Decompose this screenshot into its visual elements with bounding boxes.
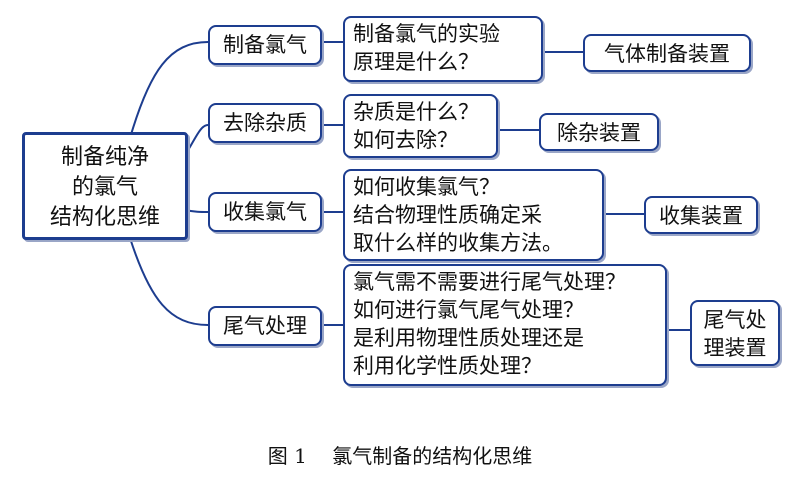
question-node-purify: 杂质是什么？ 如何去除？ [343,94,498,158]
root-node: 制备纯净 的氯气 结构化思维 [22,132,188,240]
result-node-tail-gas: 尾气处 理装置 [690,300,780,366]
question-node-prepare: 制备氯气的实验 原理是什么？ [343,16,543,82]
question-node-collect: 如何收集氯气？ 结合物理性质确定采 取什么样的收集方法。 [343,169,604,261]
result-node-purify: 除杂装置 [539,113,659,151]
question-node-tail-gas: 氯气需不需要进行尾气处理？ 如何进行氯气尾气处理？ 是利用物理性质处理还是 利用… [343,264,667,386]
figure-caption: 图 1 氯气制备的结构化思维 [267,444,533,468]
connector-root-branch-3 [184,209,209,213]
branch-node-purify: 去除杂质 [208,103,322,143]
connector-root-branch-2 [184,124,209,156]
result-node-collect: 收集装置 [644,196,758,234]
connector-root-branch-1 [129,41,209,139]
branch-node-tail-gas: 尾气处理 [208,306,322,346]
result-node-prepare: 气体制备装置 [583,34,751,72]
branch-node-prepare: 制备氯气 [208,25,322,65]
branch-node-collect: 收集氯气 [208,192,322,232]
connector-root-branch-4 [129,237,209,326]
